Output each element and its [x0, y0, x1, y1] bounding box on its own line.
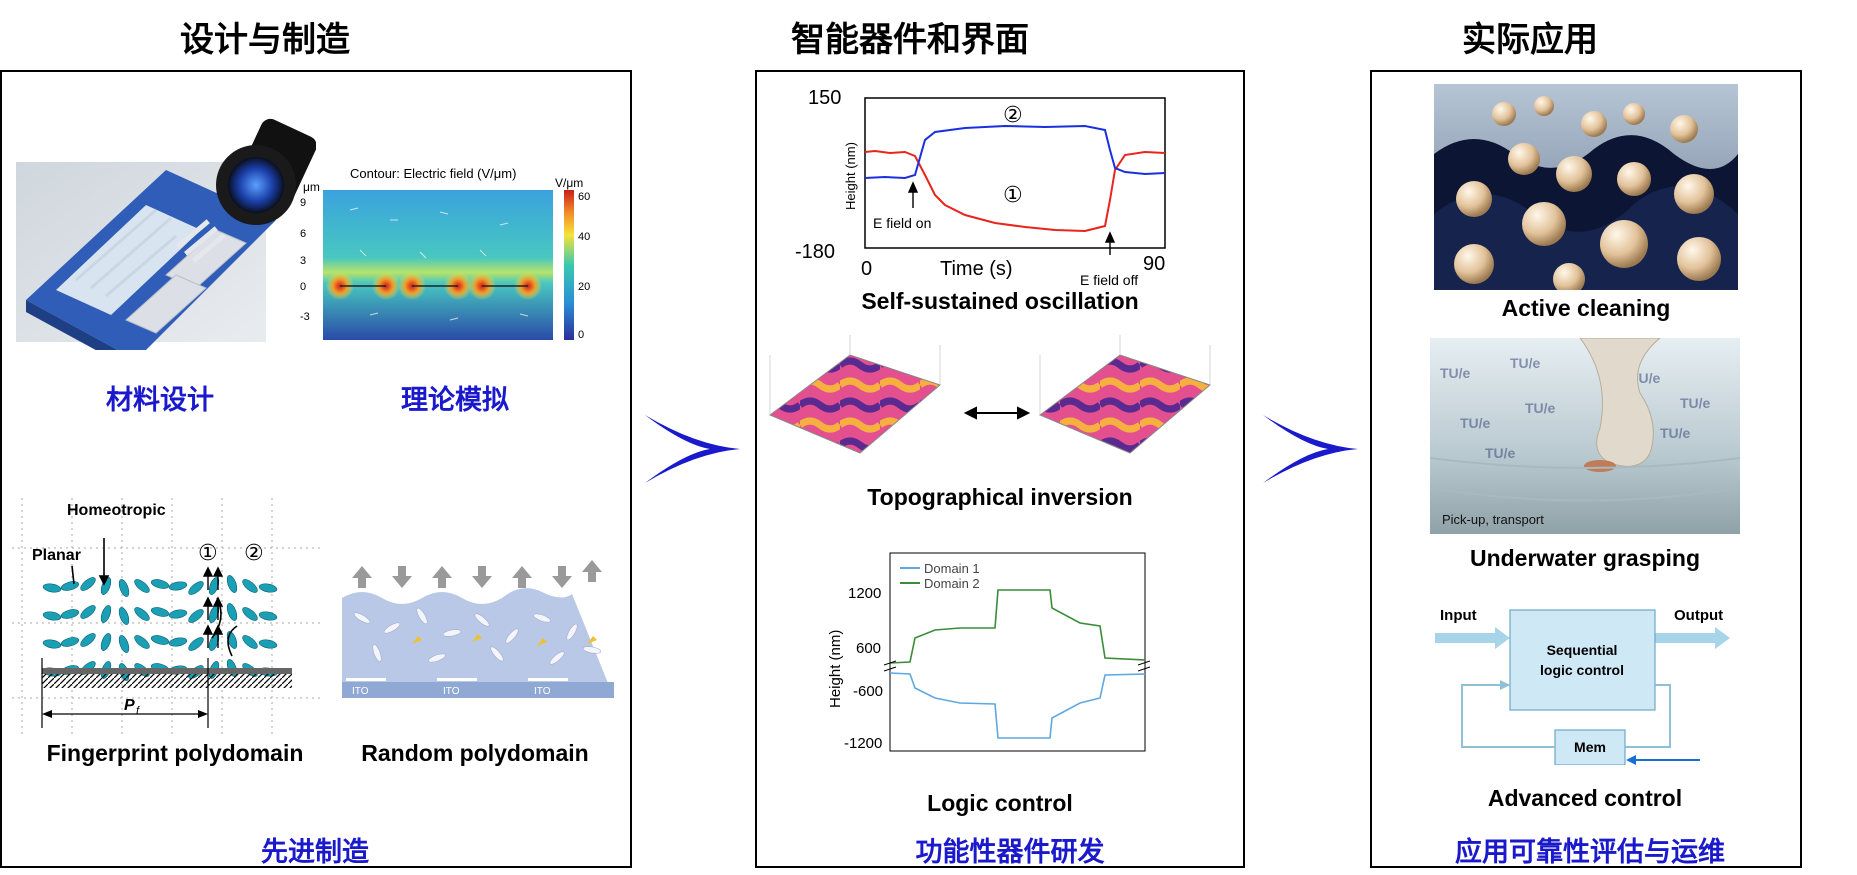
series-domain1: [889, 672, 1146, 739]
input-arrow-icon: [1435, 627, 1510, 649]
surface-right: [1039, 335, 1211, 454]
seq-label-1: Sequential: [1547, 642, 1618, 658]
svg-text:TU/e: TU/e: [1510, 355, 1541, 371]
logic-ytick: -1200: [844, 735, 882, 752]
double-arrow-icon: [963, 406, 1031, 420]
svg-text:TU/e: TU/e: [1440, 365, 1471, 381]
cleaning-caption: Active cleaning: [1501, 295, 1671, 321]
col-title-application: 实际应用: [1462, 20, 1598, 60]
svg-text:TU/e: TU/e: [1460, 415, 1491, 431]
sequential-logic-box: [1509, 609, 1656, 711]
ito-label: ITO: [443, 686, 460, 697]
colorbar-tick: 0: [578, 329, 584, 341]
output-arrow-icon: [1655, 627, 1730, 649]
contour-ytick: 9: [300, 197, 306, 209]
osc-ybot: -180: [795, 241, 835, 263]
flow-arrow-icon: [1263, 415, 1358, 483]
osc-ytop: 150: [808, 87, 841, 109]
marker-1: ①: [198, 540, 218, 565]
mem-label: Mem: [1574, 739, 1606, 755]
pickup-label: Pick-up, transport: [1442, 512, 1544, 527]
contour-ytick: 0: [300, 281, 306, 293]
col-title-devices: 智能器件和界面: [791, 20, 1029, 60]
e-field-off-label: E field off: [1080, 272, 1138, 288]
random-polydomain-schematic: ITO ITO ITO: [342, 560, 614, 698]
contour-title: Contour: Electric field (V/μm): [350, 166, 517, 181]
contour-ytick: -3: [300, 311, 310, 323]
pitch-sub: f: [136, 705, 140, 717]
planar-label: Planar: [32, 547, 81, 564]
contour-ytick: 3: [300, 255, 306, 267]
colorbar-tick: 20: [578, 281, 590, 293]
svg-text:TU/e: TU/e: [1485, 445, 1516, 461]
ito-label: ITO: [534, 686, 551, 697]
legend-domain1: Domain 1: [924, 561, 980, 576]
series-red: [864, 149, 1166, 233]
random-caption: Random polydomain: [361, 740, 589, 766]
osc-xlabel: Time (s): [940, 258, 1013, 280]
logic-control-chart: Domain 1 Domain 2 1200 600 -600 -1200 He…: [827, 552, 1150, 752]
col-title-design: 设计与制造: [180, 20, 350, 60]
active-cleaning-image: [1434, 84, 1738, 290]
topography-caption: Topographical inversion: [867, 484, 1133, 510]
lc-molecules: [42, 575, 278, 597]
contour-plot: 9 6 3 0 -3 60 40 20 0: [300, 190, 590, 341]
osc-marker-1: ①: [1003, 182, 1023, 207]
device-illustration: [16, 118, 316, 350]
contour-ytick: 6: [300, 228, 306, 240]
grasping-caption: Underwater grasping: [1469, 545, 1701, 571]
series-blue: [864, 124, 1166, 180]
simulation-label: 理论模拟: [401, 385, 509, 416]
surface-left: [769, 335, 941, 454]
control-block-diagram: Input Output Sequential logic control Me…: [1435, 607, 1730, 765]
legend-domain2: Domain 2: [924, 576, 980, 591]
logic-caption: Logic control: [927, 790, 1073, 816]
material-design-label: 材料设计: [106, 385, 214, 416]
advanced-manufacturing-label: 先进制造: [261, 837, 369, 868]
ito-label: ITO: [352, 686, 369, 697]
osc-x0: 0: [861, 258, 872, 280]
logic-ytick: 600: [856, 640, 881, 657]
panel-devices: [755, 70, 1245, 868]
pitch-label: P: [124, 697, 135, 714]
underwater-grasping-image: TU/eTU/eTU/eTU/e TU/eTU/eTU/eTU/e Pick-u…: [1430, 338, 1740, 534]
svg-text:TU/e: TU/e: [1525, 400, 1556, 416]
logic-ytick: -600: [853, 683, 883, 700]
logic-ytick: 1200: [848, 585, 881, 602]
series-domain2: [889, 589, 1146, 664]
logic-ylabel: Height (nm): [827, 630, 844, 708]
osc-x1: 90: [1143, 253, 1165, 275]
camera-icon: [216, 118, 316, 225]
reliability-label: 应用可靠性评估与运维: [1455, 837, 1725, 868]
topography-surfaces: [769, 335, 1211, 454]
contour-unit-label: V/μm: [555, 176, 584, 190]
contour-axis-unit: μm: [303, 180, 320, 194]
seq-label-2: logic control: [1540, 662, 1624, 678]
oscillation-caption: Self-sustained oscillation: [861, 288, 1139, 314]
input-label: Input: [1440, 607, 1477, 624]
svg-text:TU/e: TU/e: [1660, 425, 1691, 441]
oscillation-chart: 150 -180 0 90 Time (s) Height (nm) E fie…: [795, 87, 1166, 288]
osc-marker-2: ②: [1003, 102, 1023, 127]
colorbar-tick: 60: [578, 191, 590, 203]
advanced-control-caption: Advanced control: [1487, 785, 1683, 811]
fingerprint-schematic: Homeotropic Planar ① ② P f: [12, 498, 320, 738]
fingerprint-caption: Fingerprint polydomain: [46, 740, 304, 766]
osc-ylabel: Height (nm): [843, 142, 858, 210]
colorbar-tick: 40: [578, 231, 590, 243]
marker-2: ②: [244, 540, 264, 565]
flow-arrow-icon: [645, 415, 740, 483]
svg-text:TU/e: TU/e: [1680, 395, 1711, 411]
device-rd-label: 功能性器件研发: [915, 837, 1105, 868]
homeotropic-label: Homeotropic: [67, 502, 166, 519]
output-label: Output: [1674, 607, 1723, 624]
e-field-on-label: E field on: [873, 215, 931, 231]
